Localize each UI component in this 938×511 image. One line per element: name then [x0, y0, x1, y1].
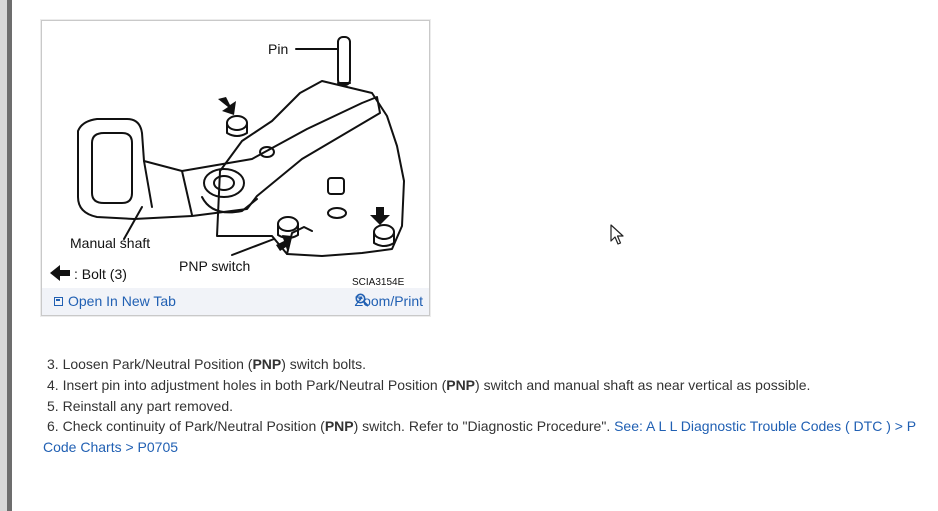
step-number: 4.	[47, 376, 59, 393]
bolt-middle	[277, 216, 299, 239]
step-5: 5. Reinstall any part removed.	[43, 396, 923, 417]
step-text: Reinstall any part removed.	[62, 397, 233, 414]
dtc-reference-link[interactable]: See: A L L Diagnostic Trouble Codes ( DT…	[43, 418, 916, 456]
label-pin: Pin	[268, 41, 288, 57]
step-number: 5.	[47, 397, 59, 414]
bolt-arrow-right	[370, 207, 390, 225]
step-text: Check continuity of Park/Neutral Positio…	[62, 418, 325, 435]
step-text-end: ) switch bolts.	[281, 356, 367, 372]
step-number: 3.	[47, 356, 59, 372]
step-text-end: ) switch. Refer to "Diagnostic Procedure…	[353, 418, 615, 435]
step-bold: PNP	[446, 376, 476, 393]
diagram-figure: Pin Manual shaft : Bolt (3) PNP switch S…	[41, 20, 430, 316]
bolt-arrow-left	[218, 97, 236, 115]
adjustment-hole	[259, 146, 275, 158]
manual-shaft-leader	[123, 206, 143, 240]
zoom-icon	[355, 293, 369, 307]
legend-bolt-arrow	[50, 265, 70, 281]
window-left-edge	[0, 0, 12, 511]
step-bold: PNP	[252, 356, 282, 372]
figure-code: SCIA3154E	[352, 277, 405, 288]
step-text: Loosen Park/Neutral Position (	[62, 356, 253, 372]
label-bolt: : Bolt (3)	[74, 266, 127, 282]
step-text-end: ) switch and manual shaft as near vertic…	[475, 376, 811, 393]
open-tab-icon	[54, 296, 63, 306]
pin-shape	[337, 36, 351, 86]
pnp-switch-diagram: Pin Manual shaft : Bolt (3) PNP switch S…	[50, 36, 405, 288]
bolt-left	[226, 115, 248, 137]
zoom-print-label: Zoom/Print	[354, 293, 423, 309]
switch-window	[327, 177, 345, 195]
mouse-cursor-icon	[610, 224, 624, 245]
label-pnp-switch: PNP switch	[179, 258, 250, 274]
lever-plate	[77, 96, 381, 220]
lever-edge	[143, 160, 193, 216]
pnp-switch-leader	[231, 238, 275, 256]
bolt-right	[373, 224, 395, 247]
window-scroll-edge	[7, 0, 12, 511]
step-3: 3. Loosen Park/Neutral Position (PNP) sw…	[43, 354, 923, 375]
procedure-steps: 3. Loosen Park/Neutral Position (PNP) sw…	[43, 354, 923, 458]
lever-slot	[91, 132, 133, 204]
bolt-arrow-middle	[276, 235, 292, 253]
figure-toolbar: Open In New Tab Zoom/Print	[42, 288, 429, 315]
open-in-new-tab-label: Open In New Tab	[68, 293, 176, 309]
step-bold: PNP	[324, 418, 354, 435]
step-text: Insert pin into adjustment holes in both…	[62, 376, 447, 393]
label-manual-shaft: Manual shaft	[70, 235, 150, 251]
switch-body-outline	[216, 80, 405, 257]
step-4: 4. Insert pin into adjustment holes in b…	[43, 375, 923, 396]
step-number: 6.	[47, 418, 59, 435]
step-6: 6. Check continuity of Park/Neutral Posi…	[43, 416, 923, 458]
zoom-print-link[interactable]: Zoom/Print	[355, 293, 423, 309]
shaft-hub	[203, 168, 245, 198]
open-in-new-tab-link[interactable]: Open In New Tab	[54, 293, 176, 309]
